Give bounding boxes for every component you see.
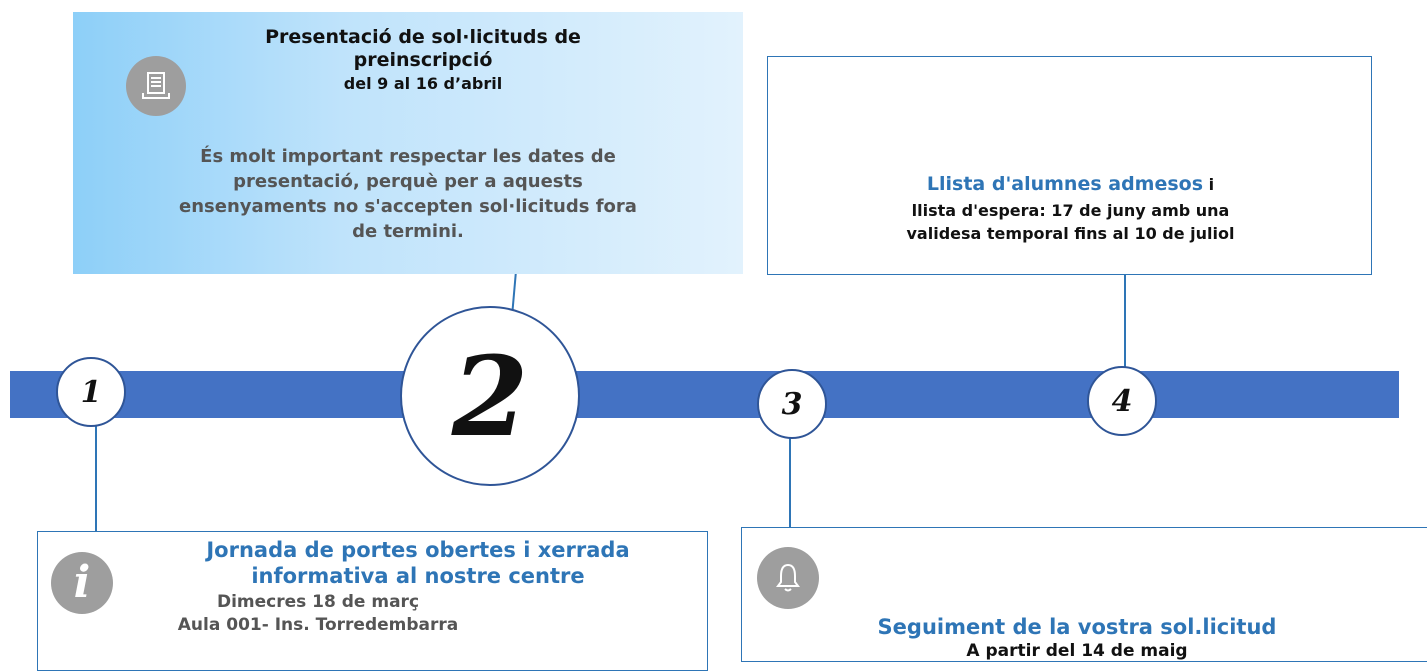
step4-heading: Llista d'alumnes admesos <box>926 173 1204 195</box>
step3-number: 3 <box>781 386 803 422</box>
step3-box: Seguiment de la vostra sol.licitud A par… <box>741 527 1427 662</box>
bell-icon <box>757 547 819 609</box>
step1-title-line1: Jornada de portes obertes i xerrada <box>206 538 630 562</box>
step1-title-line2: informativa al nostre centre <box>251 564 585 588</box>
timeline-bar <box>10 371 1399 418</box>
step3-title: Seguiment de la vostra sol.licitud <box>877 615 1277 639</box>
step3-circle: 3 <box>757 369 827 439</box>
step1-circle: 1 <box>56 357 126 427</box>
step4-heading-suffix: i <box>1203 175 1215 194</box>
connector-line-4 <box>1124 248 1126 368</box>
step4-box: Llista d'alumnes admesos i llista d'espe… <box>767 56 1372 275</box>
step2-number: 2 <box>451 331 529 461</box>
step2-note-line4: de termini. <box>352 221 464 242</box>
step4-number: 4 <box>1111 383 1133 419</box>
step2-circle: 2 <box>400 306 580 486</box>
connector-line-3 <box>789 428 791 564</box>
connector-line-1 <box>95 418 97 534</box>
step2-note-line2: presentació, perquè per a aquests <box>233 171 583 192</box>
step4-line3: validesa temporal fins al 10 de juliol <box>906 224 1235 243</box>
info-icon: i <box>51 552 113 614</box>
step2-dates: del 9 al 16 d’abril <box>343 74 503 93</box>
step2-title-line1: Presentació de sol·licituds de <box>265 26 581 48</box>
step2-title-line2: preinscripció <box>353 49 493 71</box>
document-icon <box>126 56 186 116</box>
step1-box: i Jornada de portes obertes i xerrada in… <box>37 531 708 671</box>
step1-line3: Dimecres 18 de març <box>216 592 420 612</box>
step4-line2: llista d'espera: 17 de juny amb una <box>911 201 1230 220</box>
step1-line4: Aula 001- Ins. Torredembarra <box>177 615 459 635</box>
step2-note-line3: ensenyaments no s'accepten sol·licituds … <box>179 196 637 217</box>
step2-note-line1: És molt important respectar les dates de <box>200 146 616 167</box>
step4-circle: 4 <box>1087 366 1157 436</box>
step2-box: Presentació de sol·licituds de preinscri… <box>73 12 743 274</box>
step1-number: 1 <box>80 374 102 410</box>
step3-subtitle: A partir del 14 de maig <box>966 641 1188 661</box>
